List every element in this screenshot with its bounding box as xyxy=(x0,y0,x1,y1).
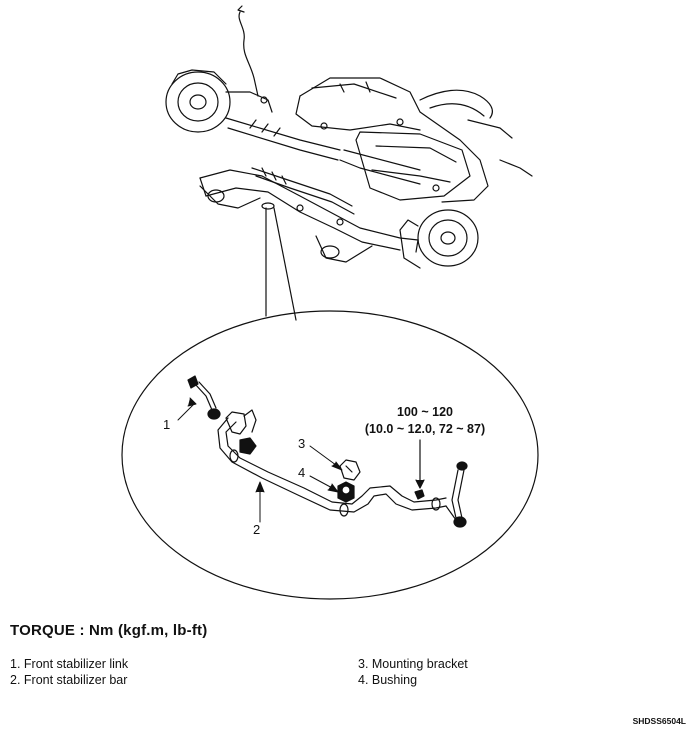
legend-item-2: 2. Front stabilizer bar xyxy=(10,673,128,687)
bushing xyxy=(337,481,355,503)
legend-item-1: 1. Front stabilizer link xyxy=(10,657,129,671)
detail-circle xyxy=(121,310,539,600)
legend-item-4: 4. Bushing xyxy=(358,673,418,687)
callout-4: 4 xyxy=(298,465,306,480)
torque-spec-alt-units: (10.0 ~ 12.0, 72 ~ 87) xyxy=(364,422,486,436)
front-axle-assembly xyxy=(165,5,533,269)
legend-item-3: 3. Mounting bracket xyxy=(358,657,468,671)
front-stabilizer-bar xyxy=(217,417,447,517)
torque-nut xyxy=(414,439,425,500)
callout-1: 1 xyxy=(163,417,171,432)
legend-left: 1. Front stabilizer link 2. Front stabil… xyxy=(10,656,128,688)
stabilizer-detail xyxy=(187,375,468,528)
mounting-bracket xyxy=(339,459,361,481)
torque-spec-nm: 100 ~ 120 xyxy=(397,405,453,419)
callout-2: 2 xyxy=(253,522,261,537)
legend-right: 3. Mounting bracket 4. Bushing xyxy=(358,656,468,688)
torque-heading: TORQUE : Nm (kgf.m, lb-ft) xyxy=(10,622,208,639)
front-stabilizer-link-left xyxy=(187,375,221,420)
document-code: SHDSS6504L xyxy=(632,716,686,726)
torque-spec: 100 ~ 120 (10.0 ~ 12.0, 72 ~ 87) xyxy=(350,404,500,438)
zoom-pointer xyxy=(261,202,297,321)
callout-3: 3 xyxy=(298,436,306,451)
suspension-diagram xyxy=(121,5,539,600)
leader-lines xyxy=(177,397,343,523)
front-stabilizer-link-right xyxy=(445,461,468,528)
left-mounting-bracket xyxy=(225,409,257,455)
